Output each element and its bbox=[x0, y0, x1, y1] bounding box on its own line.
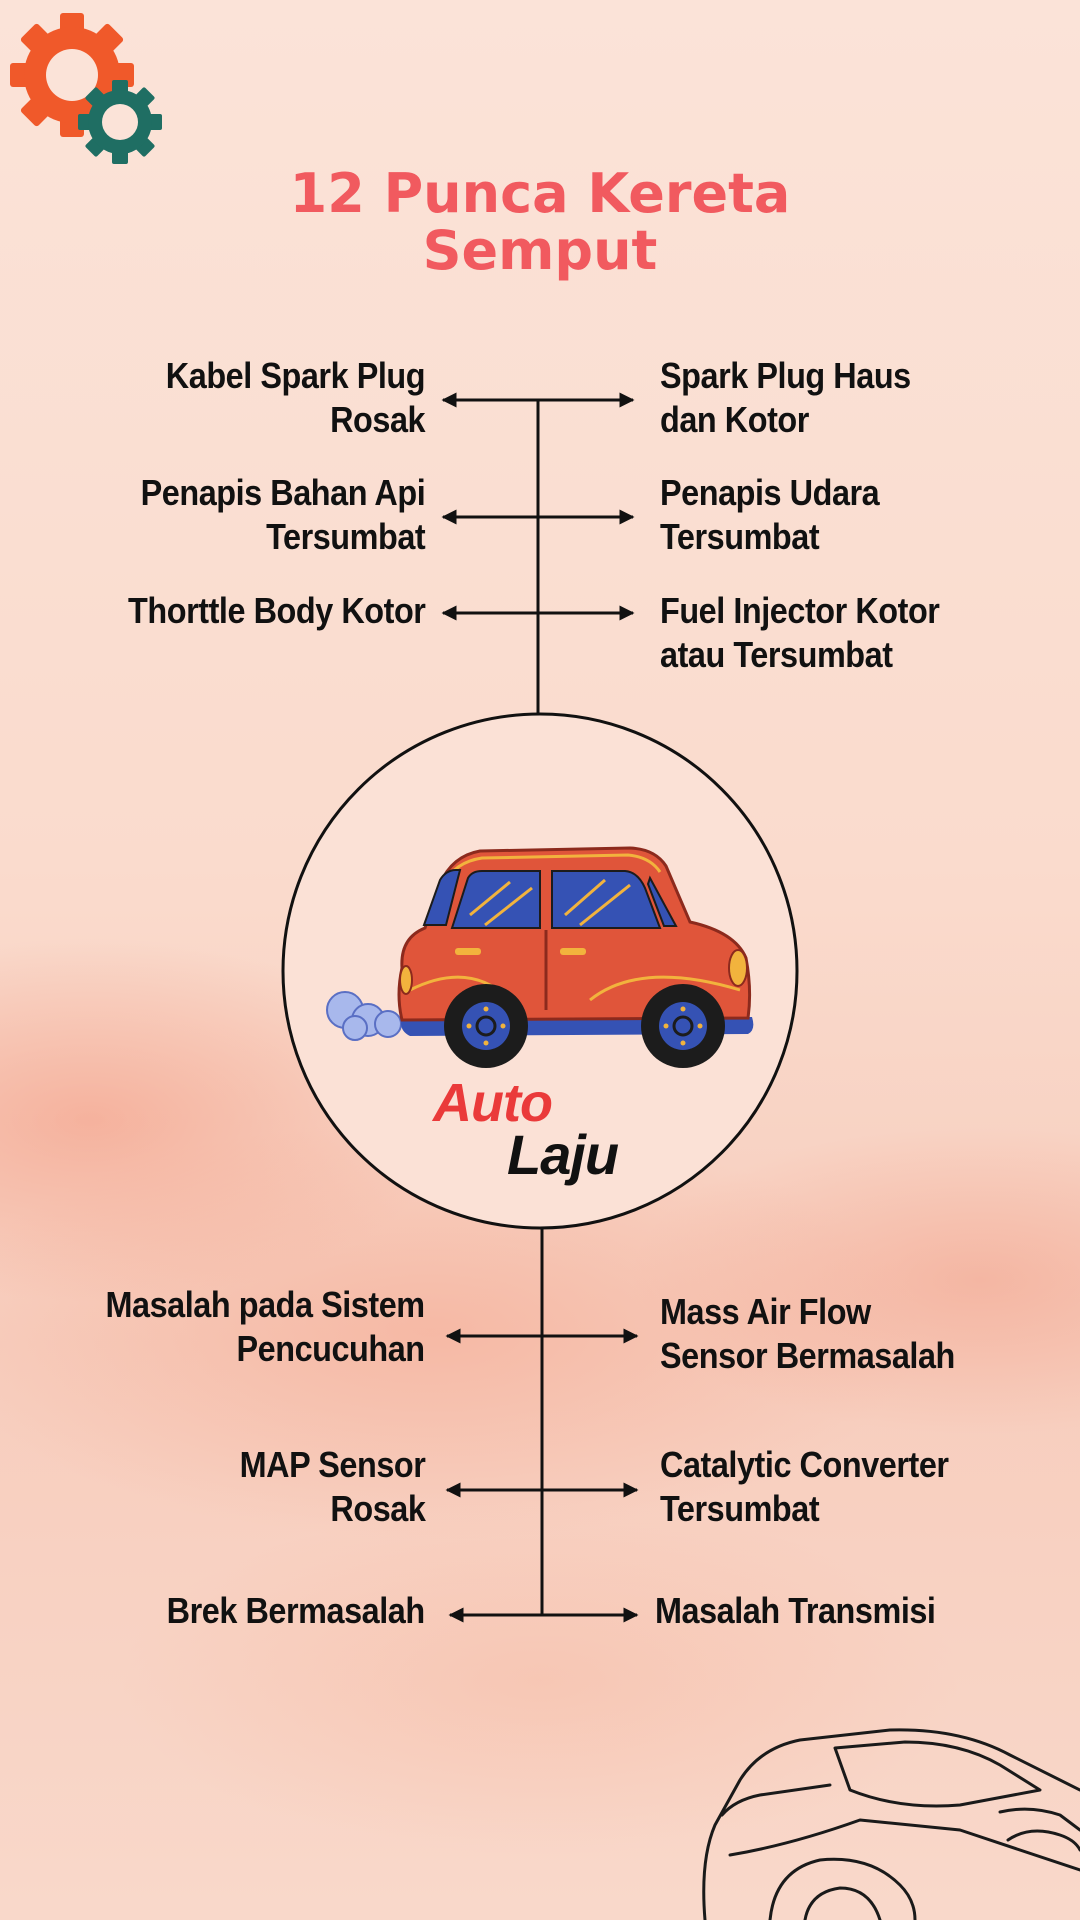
cause-label: Kabel Spark Plug Rosak bbox=[165, 354, 426, 442]
cause-line: Tersumbat bbox=[265, 516, 426, 557]
cause-label: Spark Plug Haus dan Kotor bbox=[660, 354, 911, 442]
title-line-2: Semput bbox=[422, 219, 658, 282]
cause-line: Pencucuhan bbox=[236, 1328, 426, 1369]
cause-label: Brek Bermasalah bbox=[167, 1589, 425, 1633]
cause-label: Penapis Bahan Api Tersumbat bbox=[140, 471, 425, 559]
cause-line: Tersumbat bbox=[660, 1488, 820, 1529]
cause-line: dan Kotor bbox=[660, 399, 809, 440]
cause-line: Brek Bermasalah bbox=[166, 1590, 425, 1631]
logo-laju-text: Laju bbox=[507, 1123, 619, 1186]
cause-line: Mass Air Flow bbox=[660, 1291, 871, 1332]
cause-line: atau Tersumbat bbox=[660, 634, 893, 675]
cause-label: Catalytic Converter Tersumbat bbox=[660, 1443, 949, 1531]
cause-line: Masalah Transmisi bbox=[655, 1590, 936, 1631]
cause-label: Masalah pada Sistem Pencucuhan bbox=[105, 1283, 426, 1371]
cause-line: Thorttle Body Kotor bbox=[127, 590, 426, 631]
title-line-1: 12 Punca Kereta bbox=[289, 162, 791, 225]
cause-line: Rosak bbox=[329, 399, 425, 440]
cause-label: Mass Air Flow Sensor Bermasalah bbox=[660, 1290, 955, 1378]
cause-label: MAP Sensor Rosak bbox=[239, 1443, 425, 1531]
cause-line: Kabel Spark Plug bbox=[165, 355, 426, 396]
cause-label: Fuel Injector Kotor atau Tersumbat bbox=[660, 589, 940, 677]
cause-line: Penapis Bahan Api bbox=[140, 472, 425, 513]
cause-line: Spark Plug Haus bbox=[660, 355, 911, 396]
cause-line: Sensor Bermasalah bbox=[660, 1335, 955, 1376]
page-title: 12 Punca Kereta Semput bbox=[190, 165, 890, 279]
cause-label: Masalah Transmisi bbox=[655, 1589, 936, 1633]
cause-line: Tersumbat bbox=[660, 516, 820, 557]
auto-laju-logo: Auto Laju bbox=[425, 1072, 645, 1202]
cause-label: Penapis Udara Tersumbat bbox=[660, 471, 880, 559]
cause-line: Masalah pada Sistem bbox=[105, 1284, 426, 1325]
cause-line: Rosak bbox=[329, 1488, 425, 1529]
cause-line: Penapis Udara bbox=[660, 472, 880, 513]
cause-label: Thorttle Body Kotor bbox=[127, 589, 426, 633]
cause-line: MAP Sensor bbox=[239, 1444, 425, 1485]
cause-line: Catalytic Converter bbox=[660, 1444, 949, 1485]
cause-line: Fuel Injector Kotor bbox=[660, 590, 940, 631]
